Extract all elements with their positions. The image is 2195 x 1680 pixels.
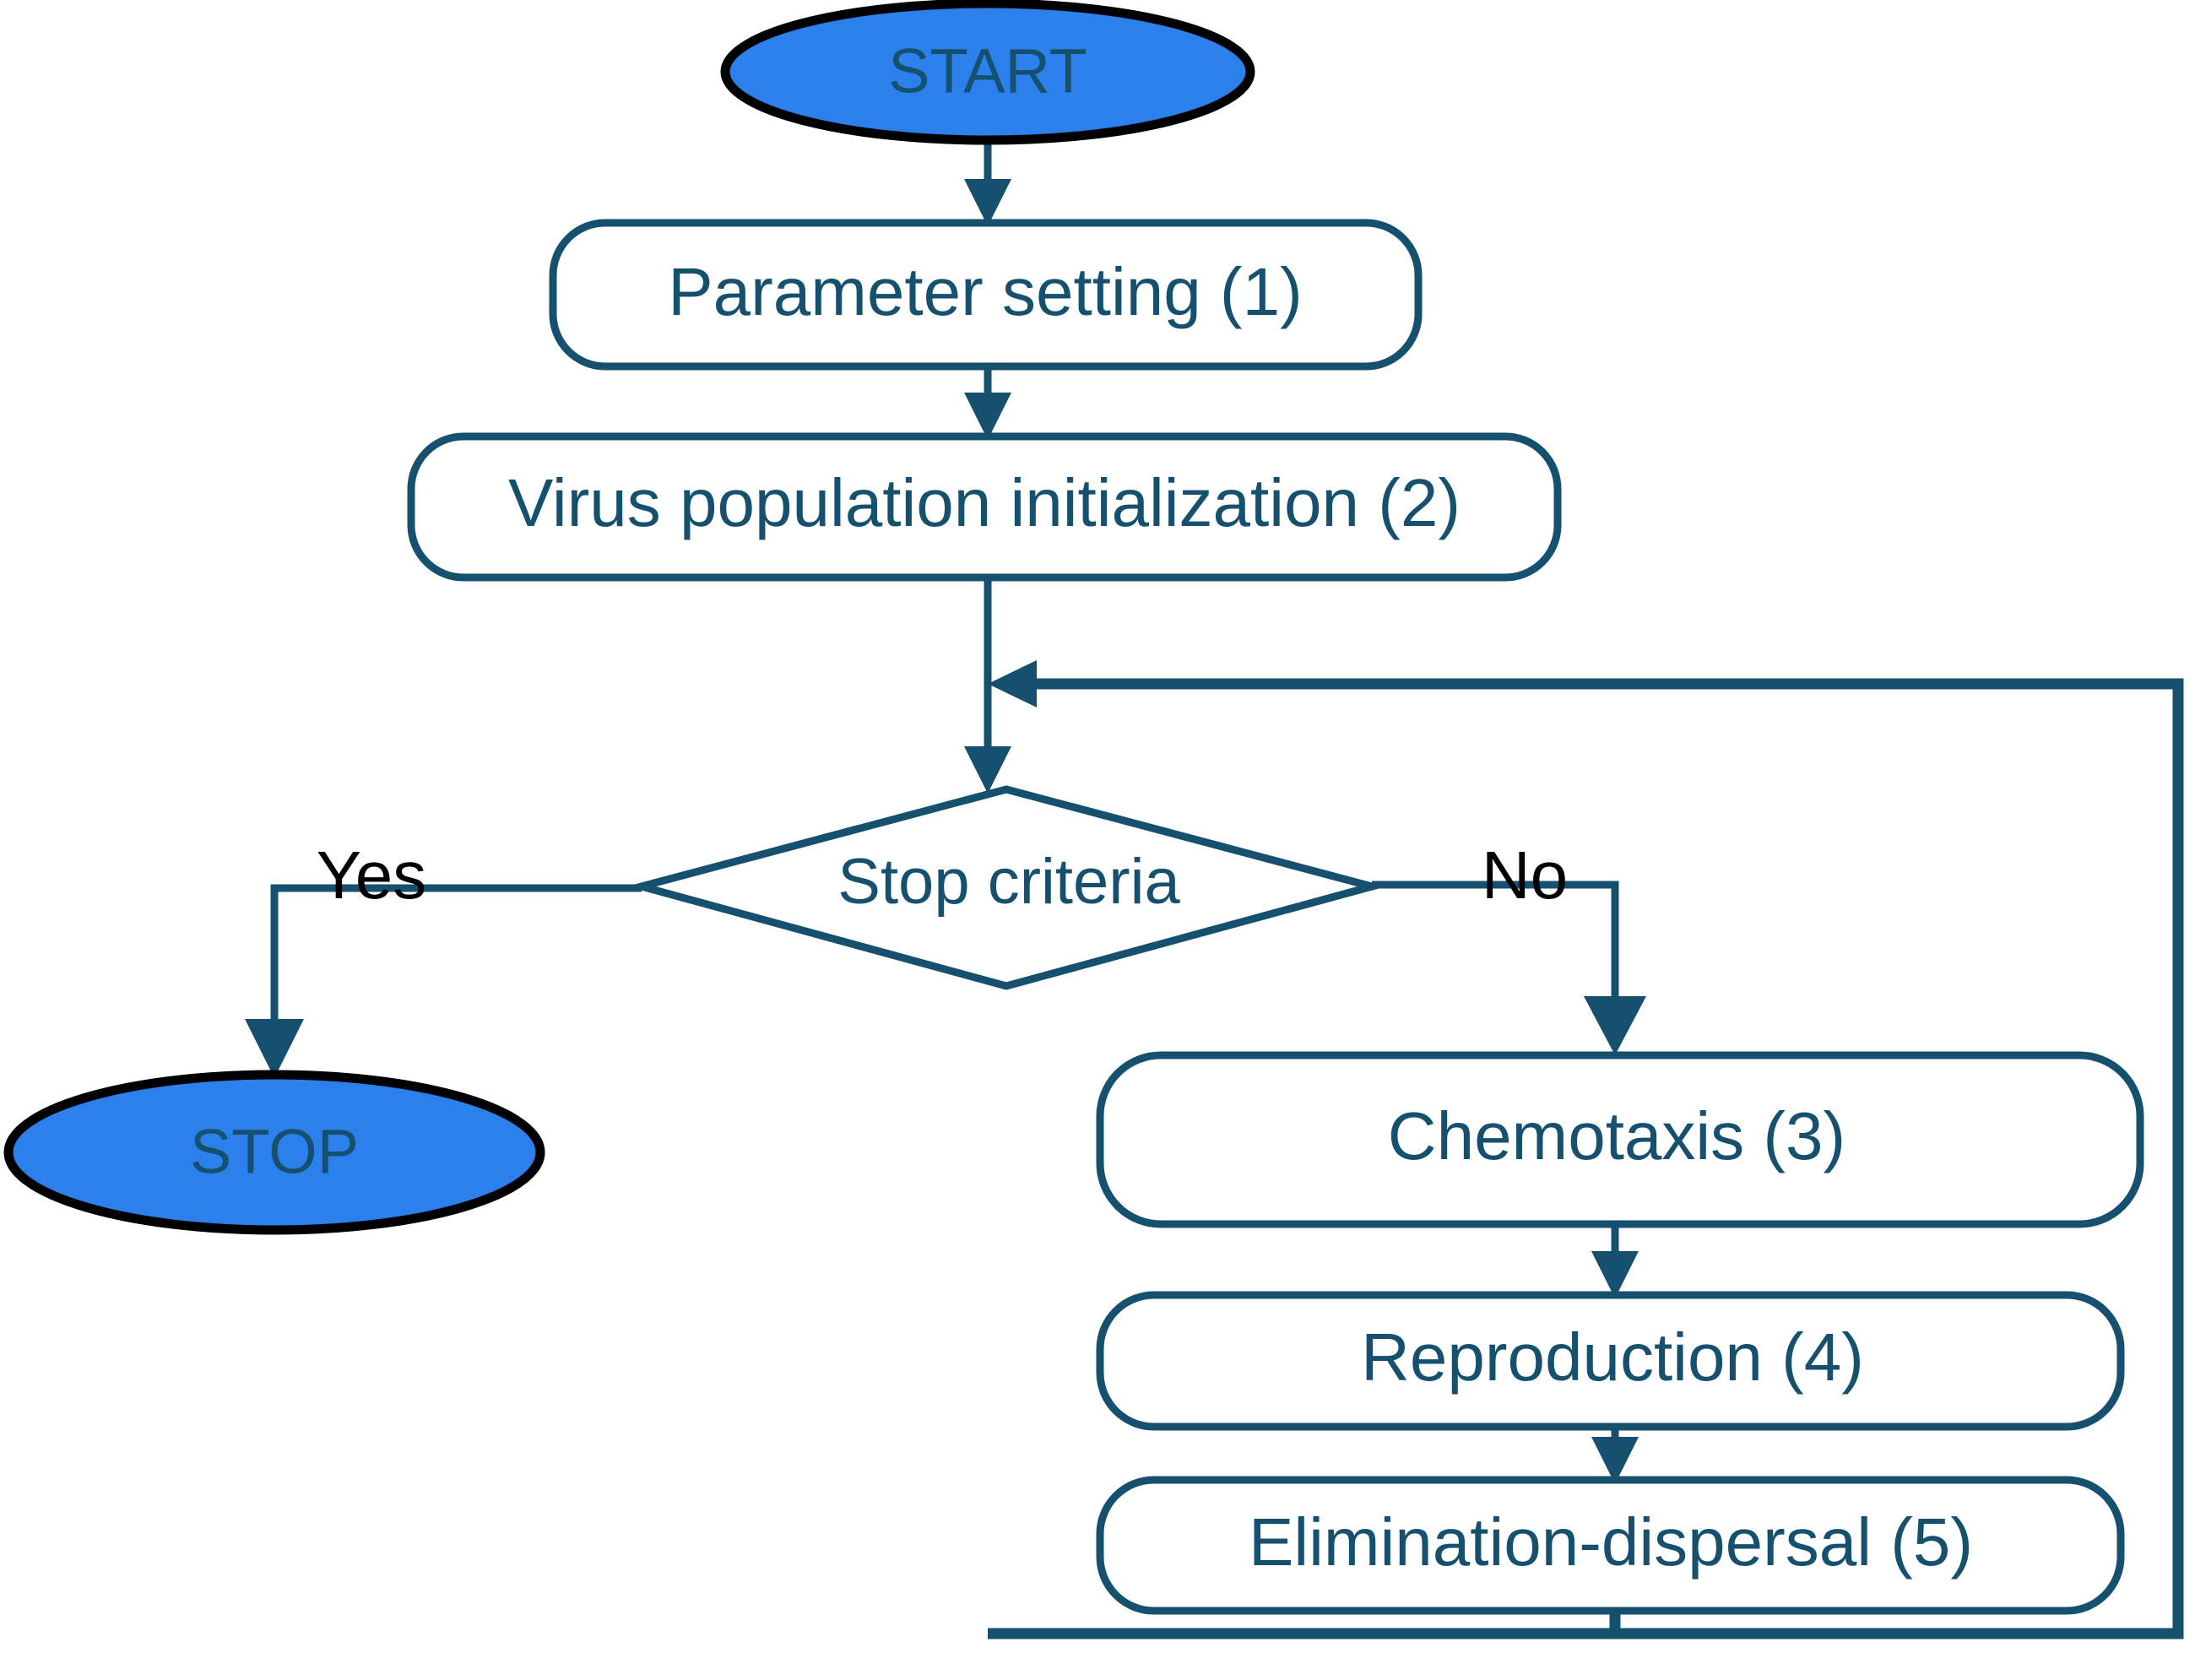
node-stop-criteria-decision[interactable]: Stop criteria (626, 785, 1387, 990)
edge-init-to-decision (964, 577, 1011, 794)
edge-chemotaxis-to-reproduction (1591, 1224, 1639, 1298)
node-stop-criteria-label: Stop criteria (837, 846, 1180, 918)
node-start-label: START (888, 36, 1087, 106)
edge-decision-no-to-chemotaxis (1372, 881, 1646, 1055)
edge-label-no: No (1482, 837, 1568, 913)
node-start[interactable]: START (720, 0, 1255, 145)
node-virus-population-initialization-label: Virus population initialization (2) (508, 465, 1461, 540)
node-stop-label: STOP (190, 1117, 359, 1187)
edge-decision-yes-to-stop (245, 884, 642, 1078)
edge-reproduction-to-elimination (1591, 1427, 1639, 1484)
node-stop[interactable]: STOP (3, 1070, 545, 1235)
edge-param-to-init (964, 366, 1011, 440)
node-parameter-setting[interactable]: Parameter setting (1) (549, 219, 1423, 371)
edge-elimination-feedback (988, 660, 2184, 1639)
node-virus-population-initialization[interactable]: Virus population initialization (2) (407, 432, 1562, 582)
node-parameter-setting-label: Parameter setting (1) (668, 254, 1302, 329)
edge-label-yes: Yes (317, 837, 427, 913)
edge-start-to-param (964, 142, 1011, 226)
node-elimination-dispersal-label: Elimination-dispersal (5) (1249, 1504, 1973, 1580)
node-reproduction[interactable]: Reproduction (4) (1096, 1291, 2125, 1431)
node-chemotaxis-label: Chemotaxis (3) (1388, 1098, 1845, 1173)
node-chemotaxis[interactable]: Chemotaxis (3) (1096, 1051, 2144, 1228)
node-reproduction-label: Reproduction (4) (1361, 1320, 1864, 1395)
node-elimination-dispersal[interactable]: Elimination-dispersal (5) (1096, 1476, 2125, 1615)
